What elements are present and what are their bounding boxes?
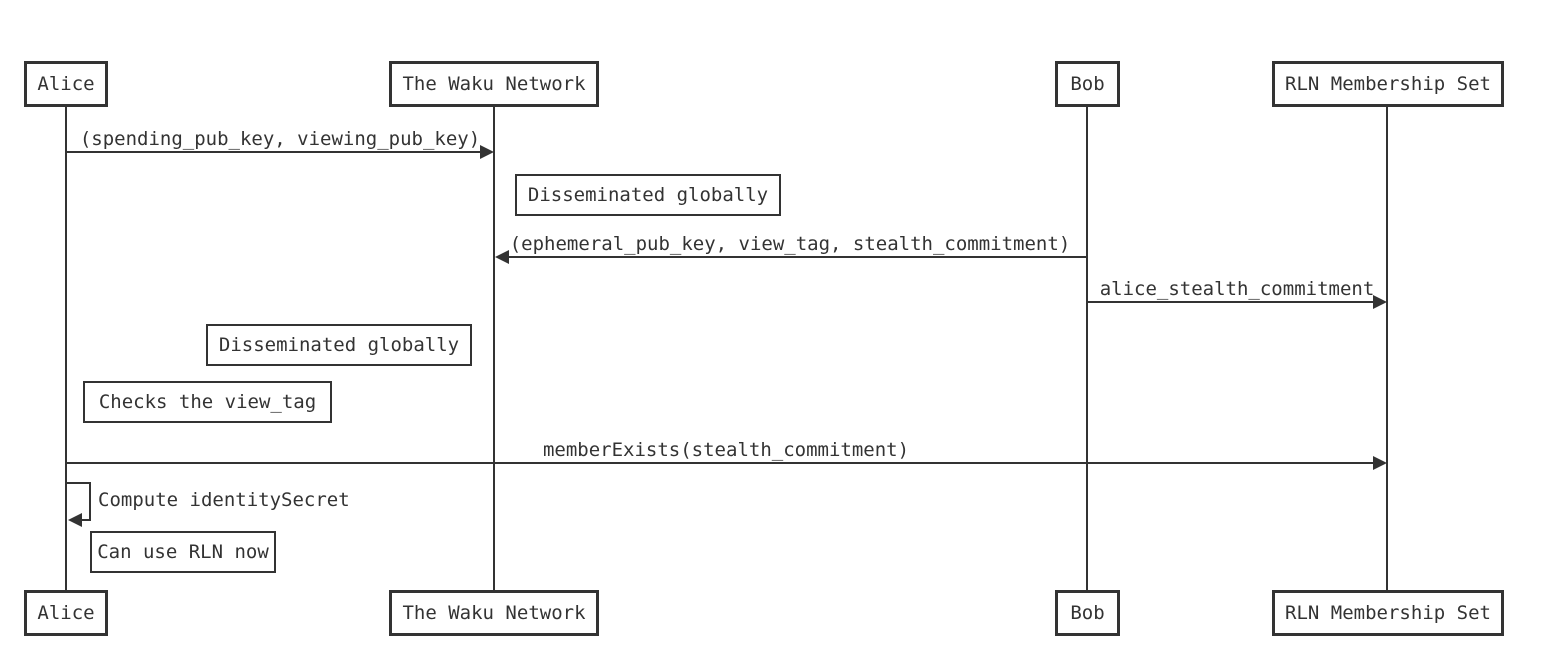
- actor-label: Alice: [37, 73, 95, 95]
- self-loop-top-line: [66, 482, 91, 484]
- lifeline-bob: [1086, 107, 1088, 591]
- lifeline-rln-membership: [1386, 107, 1388, 591]
- actor-top-bob: Bob: [1055, 61, 1120, 107]
- note-checks-view-tag: Checks the view_tag: [83, 381, 332, 423]
- actor-top-alice: Alice: [24, 61, 108, 107]
- lifeline-alice: [65, 107, 67, 591]
- message-line: [66, 462, 1375, 464]
- lifeline-waku-network: [493, 107, 495, 591]
- note-label: Checks the view_tag: [98, 391, 317, 413]
- note-can-use-rln-now: Can use RLN now: [90, 531, 276, 573]
- message-label-compute-identity-secret: Compute identitySecret: [98, 489, 350, 511]
- actor-label: Alice: [37, 602, 95, 624]
- actor-label: The Waku Network: [402, 602, 586, 624]
- note-disseminated-globally-1: Disseminated globally: [515, 174, 781, 216]
- arrowhead-left-icon: [495, 250, 509, 264]
- self-loop-bottom-line: [80, 519, 91, 521]
- actor-label: RLN Membership Set: [1285, 602, 1491, 624]
- note-disseminated-globally-2: Disseminated globally: [206, 324, 472, 366]
- note-label: Disseminated globally: [527, 184, 769, 206]
- self-loop-right-line: [89, 482, 91, 520]
- message-line: [66, 151, 482, 153]
- actor-bottom-rln-membership: RLN Membership Set: [1272, 590, 1504, 636]
- actor-label: RLN Membership Set: [1285, 73, 1491, 95]
- message-label-spending-viewing-keys: (spending_pub_key, viewing_pub_key): [77, 128, 483, 150]
- arrowhead-right-icon: [1373, 456, 1387, 470]
- actor-label: The Waku Network: [402, 73, 586, 95]
- arrowhead-right-icon: [480, 145, 494, 159]
- actor-bottom-alice: Alice: [24, 590, 108, 636]
- note-label: Can use RLN now: [97, 541, 269, 563]
- message-label-member-exists: memberExists(stealth_commitment): [540, 439, 912, 461]
- actor-label: Bob: [1070, 602, 1105, 624]
- actor-bottom-bob: Bob: [1055, 590, 1120, 636]
- actor-bottom-waku-network: The Waku Network: [389, 590, 599, 636]
- actor-top-waku-network: The Waku Network: [389, 61, 599, 107]
- arrowhead-left-icon: [68, 513, 82, 527]
- message-line: [507, 256, 1087, 258]
- actor-label: Bob: [1070, 73, 1105, 95]
- message-line: [1087, 301, 1375, 303]
- arrowhead-right-icon: [1373, 295, 1387, 309]
- note-label: Disseminated globally: [218, 334, 460, 356]
- message-label-ephemeral-viewtag-commitment: (ephemeral_pub_key, view_tag, stealth_co…: [507, 233, 1073, 255]
- actor-top-rln-membership: RLN Membership Set: [1272, 61, 1504, 107]
- message-label-alice-stealth-commitment: alice_stealth_commitment: [1097, 278, 1377, 300]
